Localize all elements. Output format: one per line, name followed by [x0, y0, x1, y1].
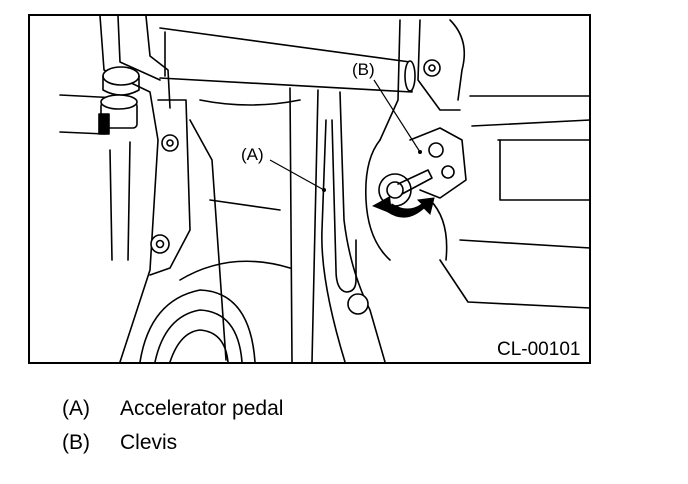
- legend-label-a: Accelerator pedal: [120, 397, 284, 420]
- legend-item-a: (A) Accelerator pedal: [62, 397, 283, 421]
- callout-a: (A): [241, 145, 264, 164]
- legend-key-a: (A): [62, 397, 90, 420]
- figure-id: CL-00101: [497, 339, 580, 360]
- rotation-arrow-head-icon: [372, 196, 392, 214]
- leader-line-a: [269, 159, 325, 191]
- pedal-assembly-drawing: [59, 15, 591, 363]
- leader-dot-b: [418, 150, 422, 154]
- leader-line-b: [373, 79, 421, 153]
- legend-item-b: (B) Clevis: [62, 431, 177, 455]
- legend-key-b: (B): [62, 431, 90, 454]
- leader-dot-a: [322, 188, 326, 192]
- legend-label-b: Clevis: [120, 431, 178, 454]
- rotation-arrow-icon: [387, 197, 435, 218]
- callout-b: (B): [352, 60, 375, 79]
